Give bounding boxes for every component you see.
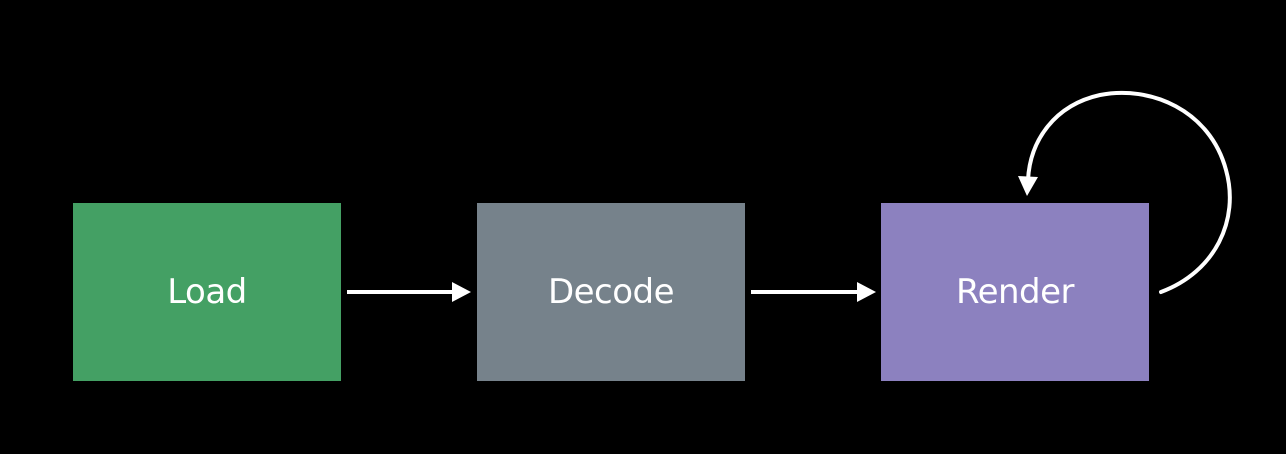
load-stage-box: Load: [73, 203, 341, 381]
decode-stage-label: Decode: [547, 272, 675, 312]
decode-stage-box: Decode: [477, 203, 745, 381]
arrow-load-to-decode: [347, 282, 471, 302]
arrow-render-loop: [1018, 90, 1232, 294]
arrow-decode-to-render: [751, 282, 876, 302]
render-stage-box: Render: [881, 203, 1149, 381]
load-stage-label: Load: [167, 272, 247, 312]
render-stage-label: Render: [955, 272, 1075, 312]
